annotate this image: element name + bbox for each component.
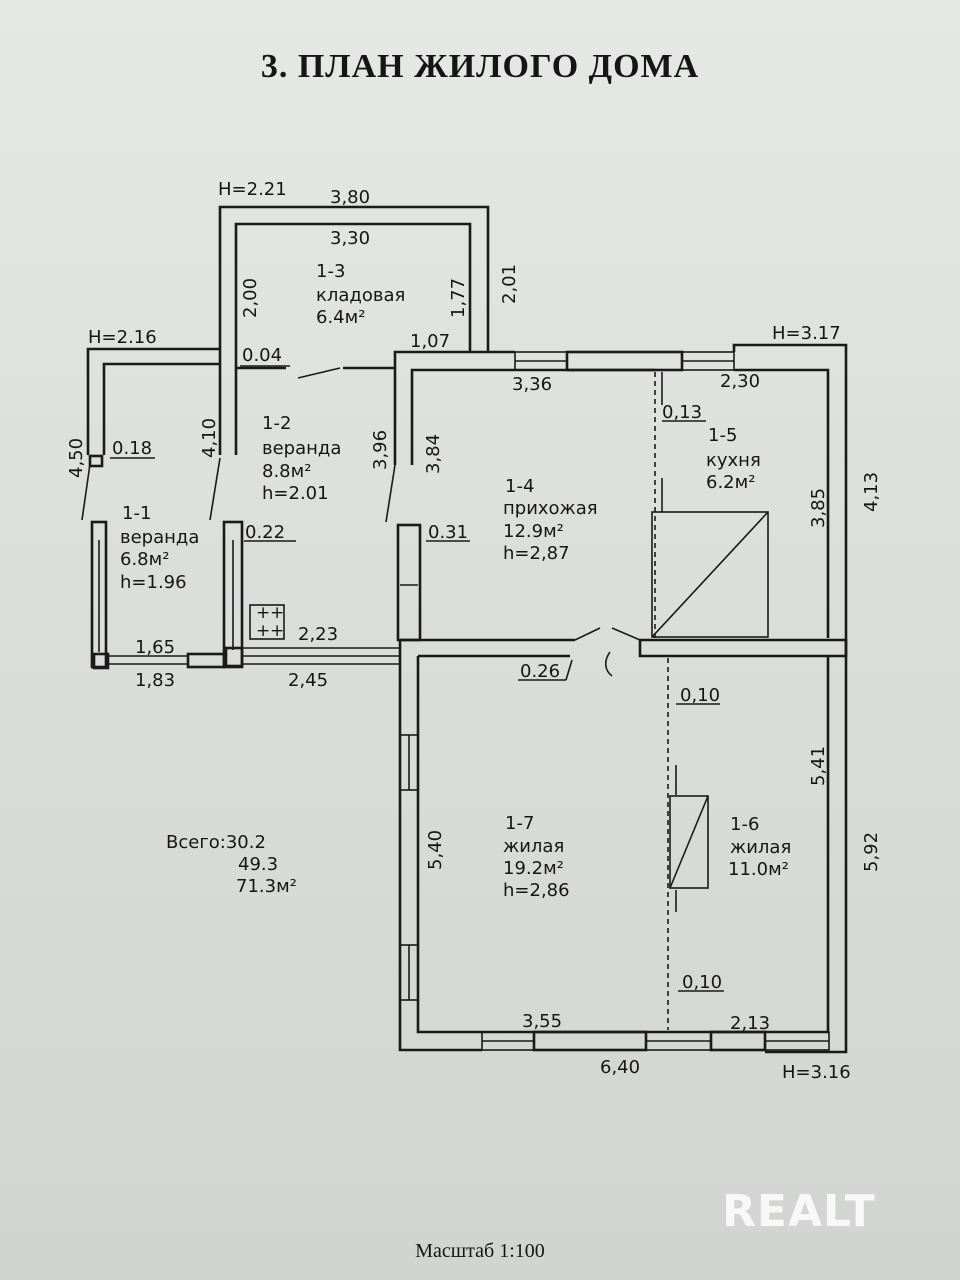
height-mark: H=3.17 — [772, 323, 841, 344]
dimension: 0,10 — [680, 685, 720, 706]
room-label-1-5: 1-5 кухня 6.2м² — [706, 425, 761, 493]
dimension: 3,36 — [512, 374, 552, 395]
svg-text:6.2м²: 6.2м² — [706, 472, 755, 493]
svg-text:19.2м²: 19.2м² — [503, 858, 564, 879]
storeroom-walls — [218, 205, 490, 455]
svg-text:h=2.01: h=2.01 — [262, 483, 329, 504]
svg-text:1-4: 1-4 — [505, 476, 534, 497]
dimension: 3,30 — [330, 228, 370, 249]
dimension: 3,85 — [808, 488, 829, 528]
dimension: 3,96 — [370, 430, 391, 470]
dimension: 2,45 — [288, 670, 328, 691]
svg-text:h=1.96: h=1.96 — [120, 572, 187, 593]
dimension: 2,00 — [240, 278, 261, 318]
veranda-walls: ++ ++ — [81, 347, 400, 670]
main-house-walls — [385, 343, 848, 1054]
dimension: 0.31 — [428, 522, 468, 543]
total-line-2: 49.3 — [238, 854, 279, 875]
svg-text:веранда: веранда — [262, 438, 341, 459]
svg-text:1-3: 1-3 — [316, 261, 345, 282]
dimension: 2,01 — [499, 264, 520, 304]
room-label-1-1: 1-1 веранда 6.8м² h=1.96 — [120, 503, 199, 593]
dimension: 3,84 — [423, 434, 444, 474]
svg-text:жилая: жилая — [503, 836, 564, 857]
dimension: 5,40 — [425, 830, 446, 870]
realt-watermark-logo: REALT — [722, 1186, 876, 1237]
room-label-1-2: 1-2 веранда 8.8м² h=2.01 — [262, 413, 341, 504]
dimension: 3,80 — [330, 187, 370, 208]
dimension: 1,83 — [135, 670, 175, 691]
room-label-1-3: 1-3 кладовая 6.4м² — [316, 261, 405, 328]
svg-text:6.8м²: 6.8м² — [120, 549, 169, 570]
scale-caption: Масштаб 1:100 — [415, 1240, 545, 1262]
dimension: 4,13 — [861, 472, 882, 512]
dimension: 2,13 — [730, 1013, 770, 1034]
svg-text:1-6: 1-6 — [730, 814, 759, 835]
svg-text:+: + — [256, 621, 270, 641]
dimension: 0,13 — [662, 402, 702, 423]
svg-text:1-2: 1-2 — [262, 413, 291, 434]
total-area: Всего:30.2 49.3 71.3м² — [166, 832, 297, 898]
dimension: 0.18 — [112, 438, 152, 459]
svg-text:кухня: кухня — [706, 450, 761, 471]
svg-text:h=2,87: h=2,87 — [503, 543, 570, 564]
svg-text:6.4м²: 6.4м² — [316, 307, 365, 328]
room-label-1-4: 1-4 прихожая 12.9м² h=2,87 — [503, 476, 598, 564]
room-label-1-6: 1-6 жилая 11.0м² — [728, 814, 791, 880]
dimension: 4,50 — [66, 438, 87, 478]
svg-text:+: + — [256, 603, 270, 623]
svg-text:+: + — [270, 621, 284, 641]
svg-text:1-1: 1-1 — [122, 503, 151, 524]
dimension: 1,07 — [410, 331, 450, 352]
dimension: 0.04 — [242, 345, 282, 366]
dimension: 3,55 — [522, 1011, 562, 1032]
height-mark: H=2.16 — [88, 327, 157, 348]
svg-text:1-5: 1-5 — [708, 425, 737, 446]
dimension: 0.26 — [520, 661, 560, 682]
dimension: 1,77 — [448, 278, 469, 318]
svg-text:h=2,86: h=2,86 — [503, 880, 570, 901]
svg-text:1-7: 1-7 — [505, 813, 534, 834]
dimension: 6,40 — [600, 1057, 640, 1078]
dimension: 0.22 — [245, 522, 285, 543]
partitions — [604, 372, 769, 1030]
dimension: 5,41 — [808, 746, 829, 786]
svg-text:12.9м²: 12.9м² — [503, 521, 564, 542]
room-label-1-7: 1-7 жилая 19.2м² h=2,86 — [503, 813, 570, 901]
dimension: 2,23 — [298, 624, 338, 645]
dimension: 2,30 — [720, 371, 760, 392]
total-label: Всего:30.2 — [166, 832, 266, 853]
height-mark: H=3.16 — [782, 1062, 851, 1083]
svg-text:кладовая: кладовая — [316, 285, 405, 306]
svg-text:+: + — [270, 603, 284, 623]
svg-text:11.0м²: 11.0м² — [728, 859, 789, 880]
total-line-3: 71.3м² — [236, 876, 297, 897]
dimension: 0,10 — [682, 972, 722, 993]
dimension: 1,65 — [135, 637, 175, 658]
svg-text:веранда: веранда — [120, 527, 199, 548]
svg-text:8.8м²: 8.8м² — [262, 461, 311, 482]
plan-title: 3. ПЛАН ЖИЛОГО ДОМА — [260, 48, 700, 85]
dimension: 5,92 — [861, 832, 882, 872]
height-mark: H=2.21 — [218, 179, 287, 200]
svg-text:жилая: жилая — [730, 837, 791, 858]
dimension: 4,10 — [199, 418, 220, 458]
svg-text:прихожая: прихожая — [503, 498, 598, 519]
